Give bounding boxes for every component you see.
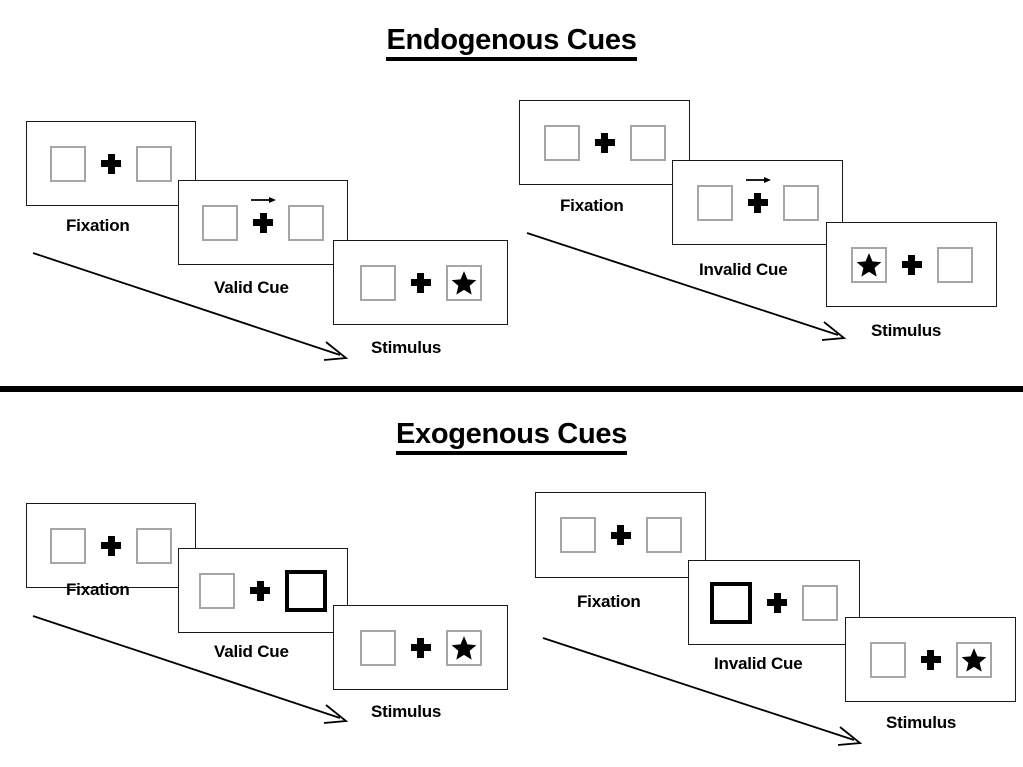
stimulus-box-left [199,572,235,609]
flow-arrow-icon [542,637,863,746]
caption-endogenous-valid-stimulus: Stimulus [371,338,442,357]
fixation-cross-icon [901,252,923,278]
panel-content [846,618,1015,701]
endogenous-section-title: Endogenous Cues [0,24,1023,61]
stimulus-box-right [136,145,172,182]
panel-exogenous-invalid-stimulus[interactable] [845,617,1016,702]
panel-content [179,181,347,264]
stimulus-box-right [802,584,838,621]
caption-exogenous-invalid-cue: Invalid Cue [714,654,803,673]
stimulus-box-left [869,641,906,678]
panel-content [689,561,859,644]
flow-arrow-icon [32,252,349,361]
fixation-cross-icon [249,578,271,604]
star-icon [451,270,476,295]
panel-exogenous-valid-cue[interactable] [178,548,348,633]
stimulus-box-left [359,264,396,301]
fixation-cross-icon [251,196,276,236]
stimulus-box-left [850,246,887,283]
panel-endogenous-invalid-cue[interactable] [672,160,843,245]
caption-exogenous-valid-cue: Valid Cue [214,642,289,661]
star-icon [856,252,881,277]
stimulus-box-right [629,124,666,161]
fixation-cross-icon [594,130,616,156]
fixation-cross-icon [766,590,788,616]
panel-content [27,504,195,587]
caption-exogenous-invalid-fixation: Fixation [577,592,641,611]
fixation-cross-icon [920,647,942,673]
stimulus-box-left [50,145,86,182]
fixation-cross-icon [610,522,632,548]
stimulus-box-right [782,184,819,221]
stimulus-box-right [445,629,482,666]
stimulus-box-right [288,204,324,241]
caption-endogenous-valid-fixation: Fixation [66,216,130,235]
exogenous-section-title: Exogenous Cues [0,418,1023,455]
stimulus-box-right [936,246,973,283]
caption-endogenous-invalid-fixation: Fixation [560,196,624,215]
panel-content [827,223,996,306]
panel-content [334,241,507,324]
endogenous-title-text: Endogenous Cues [386,24,637,61]
stimulus-box-right [136,527,172,564]
panel-content [520,101,689,184]
stimulus-box-right [955,641,992,678]
caption-exogenous-valid-stimulus: Stimulus [371,702,442,721]
caption-endogenous-invalid-stimulus: Stimulus [871,321,942,340]
exogenous-title-text: Exogenous Cues [395,418,627,455]
stimulus-box-right-cued [285,569,327,612]
fixation-cross-icon [410,270,432,296]
caption-endogenous-invalid-cue: Invalid Cue [699,260,788,279]
stimulus-box-right [645,517,682,553]
panel-content [673,161,842,244]
fixation-cross-icon [745,176,771,216]
arrow-right-icon [745,176,771,183]
panel-exogenous-valid-stimulus[interactable] [333,605,508,690]
stimulus-box-left [359,629,396,666]
section-divider [0,386,1023,392]
star-icon [961,647,986,672]
panel-content [334,606,507,689]
panel-content [536,493,705,577]
stimulus-box-left [559,517,596,553]
stimulus-box-left [543,124,580,161]
stimulus-box-left [202,204,238,241]
star-icon [451,635,476,660]
fixation-cross-icon [410,635,432,661]
flow-arrow-icon [526,232,847,341]
panel-content [27,122,195,205]
arrow-right-icon [251,196,276,203]
fixation-cross-icon [100,533,122,559]
stimulus-box-right [445,264,482,301]
caption-exogenous-valid-fixation: Fixation [66,580,130,599]
stimulus-box-left [50,527,86,564]
caption-endogenous-valid-cue: Valid Cue [214,278,289,297]
caption-exogenous-invalid-stimulus: Stimulus [886,713,957,732]
panel-content [179,549,347,632]
stimulus-box-left [696,184,733,221]
panel-endogenous-invalid-stimulus[interactable] [826,222,997,307]
fixation-cross-icon [100,151,122,177]
panel-endogenous-valid-stimulus[interactable] [333,240,508,325]
panel-endogenous-valid-fixation[interactable] [26,121,196,206]
panel-exogenous-invalid-fixation[interactable] [535,492,706,578]
panel-exogenous-valid-fixation[interactable] [26,503,196,588]
flow-arrow-icon [32,615,349,724]
panel-endogenous-valid-cue[interactable] [178,180,348,265]
stimulus-box-left-cued [710,581,752,624]
panel-exogenous-invalid-cue[interactable] [688,560,860,645]
panel-endogenous-invalid-fixation[interactable] [519,100,690,185]
